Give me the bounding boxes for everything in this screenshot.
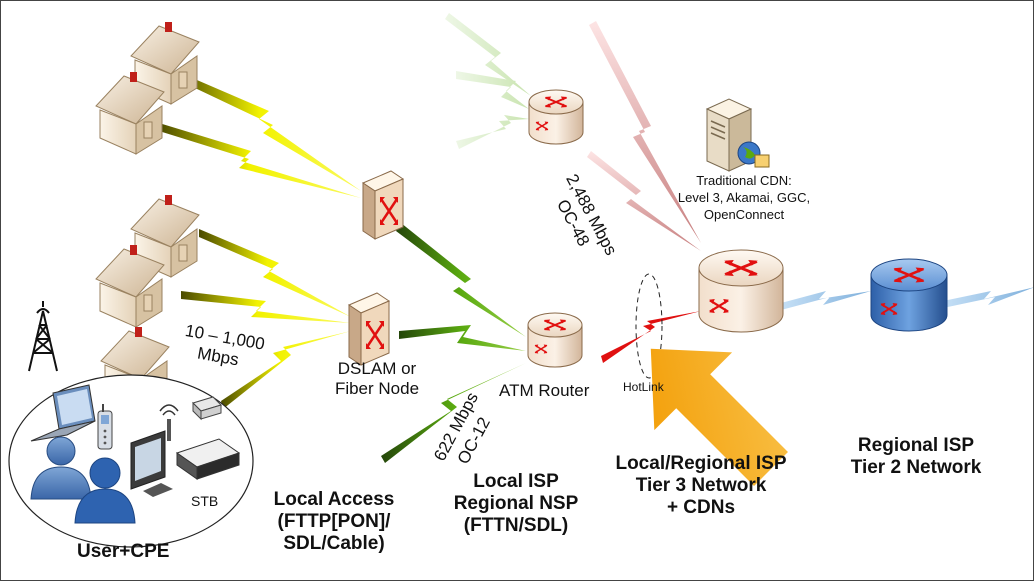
link-house3-dslam2 xyxy=(199,229,351,317)
dslam-fiber-node-icon xyxy=(347,292,391,366)
local-isp-line2: Regional NSP xyxy=(453,492,579,514)
tier3-line2: Tier 3 Network xyxy=(635,474,767,496)
phone-icon xyxy=(97,404,113,450)
hotlink-label: HotLink xyxy=(623,380,664,394)
stb-label: STB xyxy=(191,493,219,509)
set-top-box-icon xyxy=(175,438,241,480)
cdn-label: Traditional CDN: Level 3, Akamai, GGC, O… xyxy=(669,173,819,224)
section-tier3: Local/Regional ISP Tier 3 Network + CDNs xyxy=(606,453,796,519)
atm-router-label: ATM Router xyxy=(499,381,590,400)
link-hotlink xyxy=(601,311,701,363)
cdn-label-line3: OpenConnect xyxy=(703,206,785,222)
link-cpe-dslam2 xyxy=(221,331,351,409)
local-access-line1: Local Access xyxy=(273,489,395,510)
tier2-router-icon xyxy=(870,258,948,332)
link-oc12 xyxy=(381,363,526,463)
link-pale-2 xyxy=(456,71,529,109)
dslam-label: DSLAM or Fiber Node xyxy=(327,359,427,398)
orange-arrow-icon xyxy=(650,348,788,486)
section-tier2: Regional ISP Tier 2 Network xyxy=(831,435,1001,479)
link-pale-1 xyxy=(445,13,531,96)
cdn-server-icon xyxy=(705,98,770,172)
tier3-router-icon xyxy=(698,249,784,333)
tier3-line1: Local/Regional ISP xyxy=(615,453,787,474)
section-local-isp: Local ISP Regional NSP (FTTN/SDL) xyxy=(441,471,591,537)
dslam-label-line1: DSLAM or xyxy=(337,359,417,378)
local-isp-line1: Local ISP xyxy=(473,471,559,492)
link-tier2-out xyxy=(943,287,1033,308)
link-dslam2-atm xyxy=(399,325,526,351)
atm-router-icon xyxy=(527,312,583,368)
section-user-cpe: User+CPE xyxy=(77,541,170,562)
dslam-icon xyxy=(361,170,405,240)
link-pale-3 xyxy=(456,115,529,149)
tier2-line2: Tier 2 Network xyxy=(850,456,982,478)
section-local-access: Local Access (FTTP[PON]/ SDL/Cable) xyxy=(259,489,409,555)
dslam-label-line2: Fiber Node xyxy=(334,378,420,398)
link-dslam1-atm xyxy=(396,223,526,337)
modem-icon xyxy=(192,396,222,421)
cdn-label-line2: Level 3, Akamai, GGC, xyxy=(677,189,811,205)
link-house1-dslam xyxy=(176,71,361,191)
cell-tower-icon xyxy=(28,301,58,372)
tier2-line1: Regional ISP xyxy=(857,435,975,456)
house-icon xyxy=(95,72,165,155)
router-top-icon xyxy=(528,89,584,145)
wifi-antenna-icon xyxy=(159,404,179,441)
link-pink-top xyxy=(589,21,701,243)
link-house4-dslam2 xyxy=(181,291,351,323)
monitor-icon xyxy=(130,430,173,497)
tier3-line3: + CDNs xyxy=(666,496,736,518)
laptop-icon xyxy=(30,384,96,442)
link-tier3-tier2 xyxy=(781,291,871,310)
cdn-label-line1: Traditional CDN: xyxy=(696,173,792,188)
user-avatar-icon xyxy=(30,436,136,524)
link-oc48 xyxy=(587,151,701,251)
link-house2-dslam xyxy=(159,123,361,198)
local-access-line2: (FTTP[PON]/ xyxy=(277,510,391,532)
hotlink-ellipse xyxy=(635,273,663,379)
local-access-line3: SDL/Cable) xyxy=(283,532,385,554)
local-isp-line3: (FTTN/SDL) xyxy=(463,514,569,536)
